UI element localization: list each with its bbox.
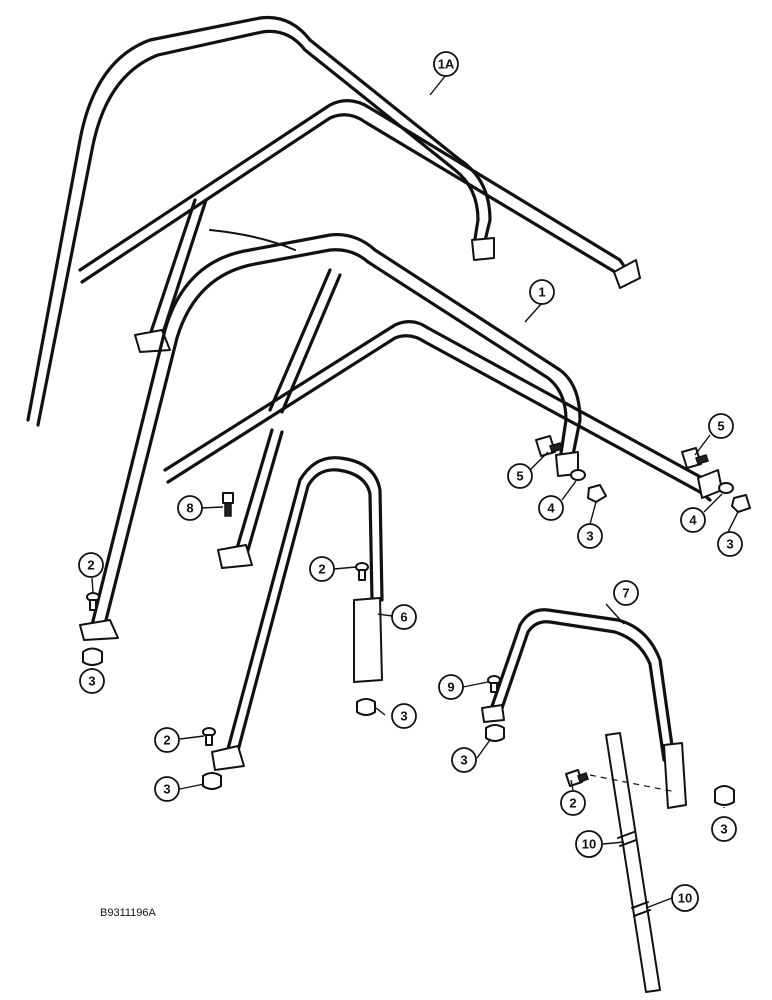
svg-text:4: 4 [547, 501, 555, 516]
callout-5-left: 5 [507, 463, 533, 489]
nut-3-a-icon [587, 484, 607, 503]
screw-2-d-icon [565, 769, 589, 787]
svg-text:2: 2 [87, 558, 94, 573]
svg-text:2: 2 [569, 796, 576, 811]
bolt-5-right-icon [681, 447, 709, 469]
svg-text:1A: 1A [438, 57, 455, 72]
callout-4-left: 4 [538, 495, 564, 521]
svg-text:7: 7 [622, 586, 629, 601]
strap-10 [605, 732, 661, 993]
svg-text:3: 3 [88, 674, 95, 689]
svg-text:1: 1 [538, 285, 545, 300]
callout-8: 8 [177, 495, 203, 521]
callout-2-c: 2 [154, 727, 180, 753]
nut-3-f-icon [202, 772, 222, 790]
screw-2-a-icon [86, 592, 100, 611]
callout-4-right: 4 [680, 507, 706, 533]
svg-text:3: 3 [163, 782, 170, 797]
svg-text:3: 3 [726, 537, 733, 552]
screw-9-icon [487, 675, 501, 693]
svg-text:6: 6 [400, 610, 407, 625]
callout-5-right: 5 [708, 413, 734, 439]
svg-text:5: 5 [516, 469, 523, 484]
callout-9: 9 [438, 674, 464, 700]
bolt-5-left-icon [535, 435, 563, 457]
alignment-line [589, 774, 677, 793]
callout-3-e: 3 [154, 776, 180, 802]
svg-text:4: 4 [689, 513, 697, 528]
nut-3-d-icon [356, 698, 376, 716]
svg-text:3: 3 [400, 709, 407, 724]
svg-text:3: 3 [586, 529, 593, 544]
svg-text:10: 10 [678, 891, 692, 906]
callout-3-g: 3 [711, 816, 737, 842]
leader-lines [91, 74, 739, 909]
callout-1: 1 [529, 279, 555, 305]
svg-text:8: 8 [186, 501, 193, 516]
svg-text:2: 2 [318, 562, 325, 577]
figure-id: B9311196A [100, 907, 157, 919]
svg-text:10: 10 [582, 837, 596, 852]
svg-text:3: 3 [720, 822, 727, 837]
callout-3-a: 3 [577, 523, 603, 549]
screw-2-c-icon [202, 727, 216, 746]
frame-6 [211, 456, 384, 771]
bolt-8-icon [222, 492, 234, 517]
nut-3-e-icon [485, 724, 505, 742]
callout-3-c: 3 [79, 668, 105, 694]
callout-7: 7 [613, 580, 639, 606]
nut-3-g-icon [714, 785, 735, 806]
callout-2-a: 2 [78, 552, 104, 578]
svg-text:2: 2 [163, 733, 170, 748]
callout-3-b: 3 [717, 531, 743, 557]
frame-7 [481, 608, 687, 809]
callout-10-a: 10 [575, 830, 603, 858]
svg-text:3: 3 [460, 753, 467, 768]
callout-3-d: 3 [391, 703, 417, 729]
frame-1 [79, 232, 723, 641]
callout-1a: 1A [433, 51, 459, 77]
frame-1a [26, 15, 641, 427]
screw-2-b-icon [355, 562, 369, 581]
washer-4-left-icon [570, 469, 586, 481]
hardware [82, 435, 751, 806]
washer-4-right-icon [718, 482, 734, 494]
callout-2-d: 2 [560, 790, 586, 816]
svg-text:9: 9 [447, 680, 454, 695]
callout-6: 6 [391, 604, 417, 630]
callout-3-f: 3 [451, 747, 477, 773]
callout-2-b: 2 [309, 556, 335, 582]
svg-text:5: 5 [717, 419, 724, 434]
nut-3-c-icon [82, 647, 103, 666]
nut-3-b-icon [731, 494, 751, 513]
callout-10-b: 10 [671, 884, 699, 912]
